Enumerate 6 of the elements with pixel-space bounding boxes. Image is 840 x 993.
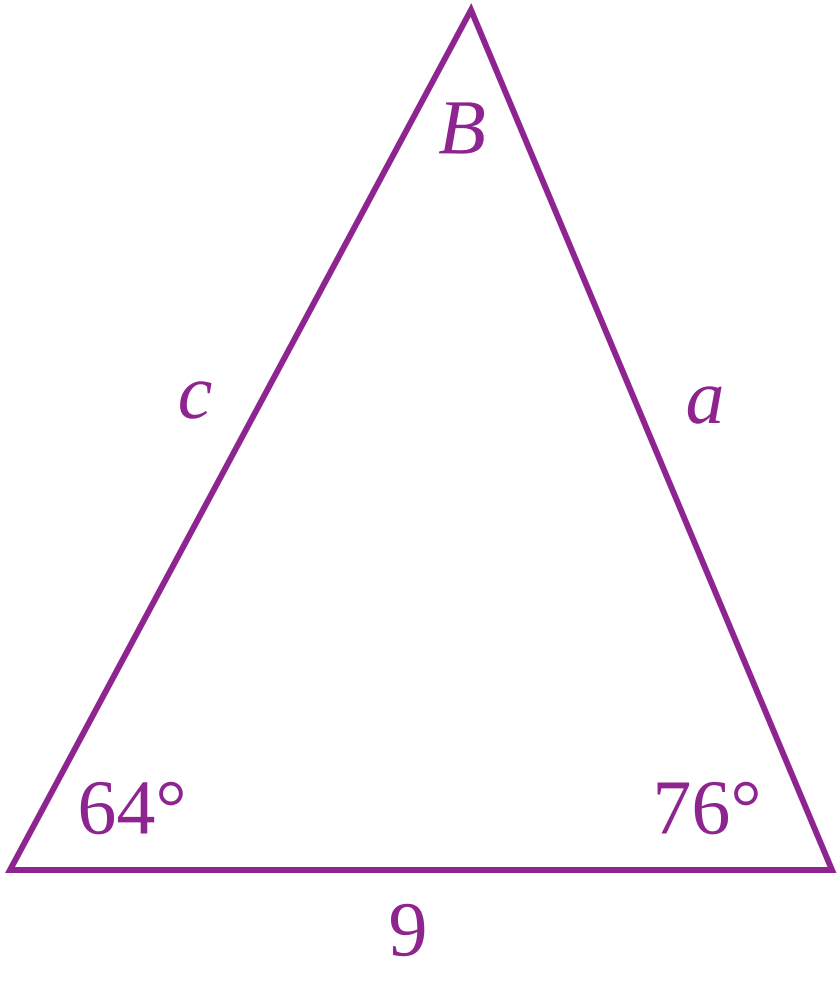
side-length: 9 [391, 904, 424, 956]
side-label: c [180, 381, 212, 419]
angle-label: 76° [658, 782, 758, 834]
angle-label: 64° [80, 782, 183, 834]
side-label: a [688, 386, 722, 424]
vertex-label: B [438, 102, 484, 154]
